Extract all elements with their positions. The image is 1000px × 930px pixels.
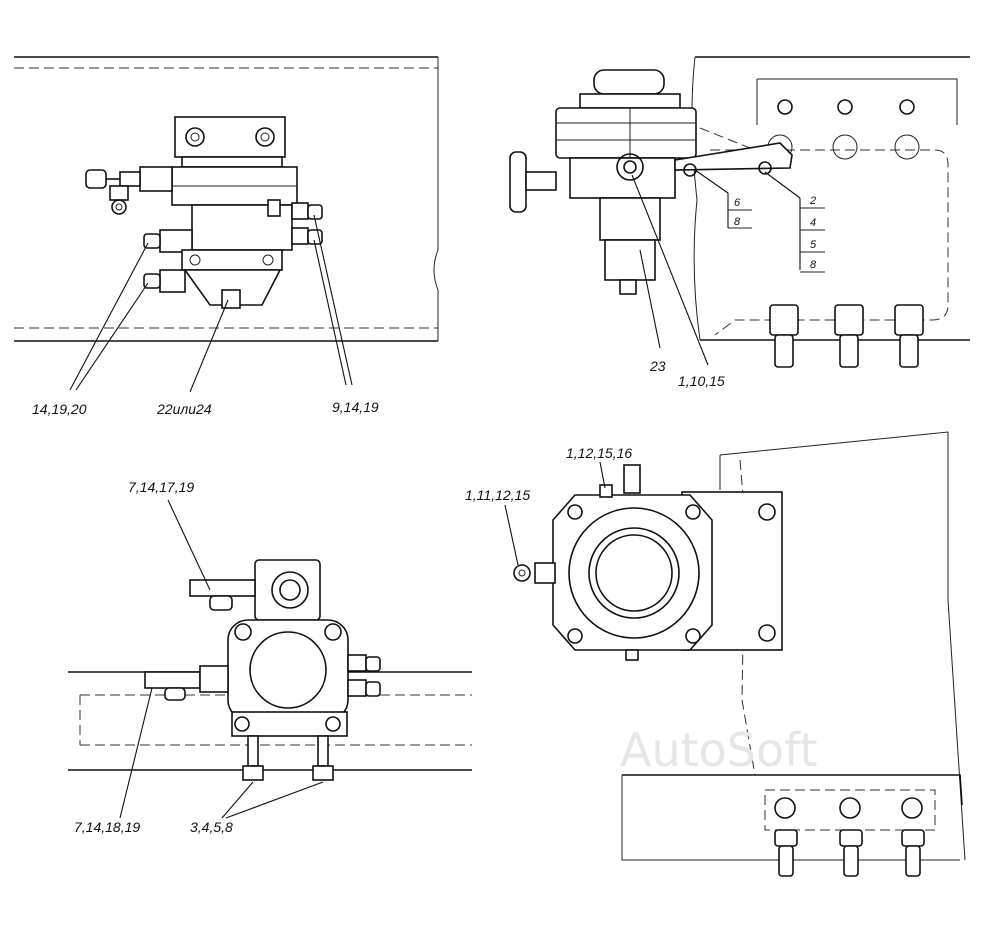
- view-top-right-valve-front: 6 8 2 4 5 8 23 1,10,15: [509, 56, 970, 389]
- view-top-left-valve-side: 14,19,20 22или24 9,14,19: [14, 56, 439, 417]
- frame-rail-top-right: [691, 56, 970, 341]
- frame-rail-top-left: [14, 56, 439, 342]
- callout-1-11-12-15: 1,11,12,15: [465, 487, 530, 503]
- leaders-bottom-right: [504, 461, 606, 566]
- table-cell-5: 5: [810, 239, 817, 251]
- callout-23: 23: [649, 358, 666, 374]
- callout-7-14-17-19: 7,14,17,19: [128, 479, 194, 495]
- table-cell-2: 2: [809, 195, 816, 207]
- view-bottom-right-valve-end: 1,12,15,16 1,11,12,15: [465, 431, 966, 877]
- callout-14-19-20: 14,19,20: [32, 401, 87, 417]
- watermark-text: AutoSoft: [620, 723, 818, 777]
- leaders-top-right: [631, 169, 801, 366]
- leaders-top-left: [69, 214, 353, 393]
- leaders-bottom-left: [119, 499, 324, 819]
- callout-1-10-15: 1,10,15: [678, 373, 725, 389]
- callout-9-14-19: 9,14,19: [332, 399, 379, 415]
- view-bottom-left-valve-top: 7,14,17,19 7,14,18,19 3,4,5,8: [68, 479, 472, 835]
- parts-table: 6 8 2 4 5 8: [728, 195, 825, 273]
- table-cell-4: 4: [810, 217, 816, 229]
- callout-3-4-5-8: 3,4,5,8: [190, 819, 233, 835]
- callout-7-14-18-19: 7,14,18,19: [74, 819, 140, 835]
- mounting-bolts-top-right: [769, 304, 924, 368]
- table-cell-6: 6: [734, 197, 741, 209]
- table-cell-8b: 8: [810, 259, 817, 271]
- table-cell-8: 8: [734, 216, 741, 228]
- callout-22-or-24: 22или24: [156, 401, 212, 417]
- callout-1-12-15-16: 1,12,15,16: [566, 445, 632, 461]
